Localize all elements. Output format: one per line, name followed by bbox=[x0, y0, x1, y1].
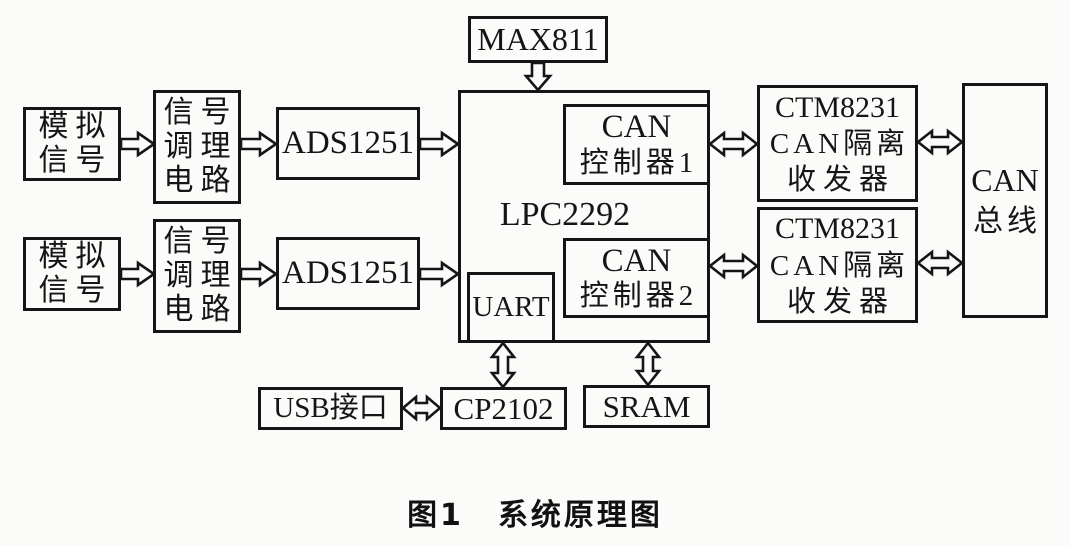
node-can-controller-1: CAN 控制器1 bbox=[563, 104, 710, 185]
node-cp2102: CP2102 bbox=[440, 387, 567, 430]
node-label-line: CAN隔离 bbox=[769, 128, 910, 160]
node-can-transceiver-1: CTM8231 CAN隔离 收发器 bbox=[757, 85, 918, 202]
arrow-adc1-to-lpc2292 bbox=[418, 130, 461, 158]
node-label-line: CAN隔离 bbox=[769, 249, 910, 282]
figure-caption: 图1 系统原理图 bbox=[0, 490, 1070, 534]
node-label-line: 总线 bbox=[973, 204, 1041, 238]
node-signal-conditioning-2: 信号 调理 电路 bbox=[153, 219, 241, 333]
node-label-line: 信号 bbox=[38, 274, 113, 307]
arrow-canctrl2-ctm2-bidir bbox=[707, 252, 760, 280]
node-label: ADS1251 bbox=[281, 124, 415, 161]
node-uart: UART bbox=[467, 272, 555, 343]
node-label: SRAM bbox=[602, 388, 691, 424]
arrow-uart-cp2102-bidir bbox=[489, 340, 517, 390]
node-label-line: 调理 bbox=[163, 129, 238, 163]
node-label-line: 控制器2 bbox=[579, 280, 698, 313]
arrow-cond2-to-adc2 bbox=[239, 260, 279, 288]
node-label-line: 电路 bbox=[163, 164, 238, 198]
node-label: UART bbox=[472, 290, 550, 323]
node-usb-port: USB接口 bbox=[258, 387, 403, 430]
node-label-line: CAN bbox=[971, 162, 1039, 199]
arrow-ctm2-canbus-bidir bbox=[915, 249, 965, 277]
node-label: MAX811 bbox=[477, 21, 599, 58]
node-label-line: 信号 bbox=[163, 224, 238, 258]
node-label-line: 信号 bbox=[163, 95, 238, 129]
node-can-transceiver-2: CTM8231 CAN隔离 收发器 bbox=[757, 207, 918, 323]
node-signal-conditioning-1: 信号 调理 电路 bbox=[153, 90, 241, 204]
node-label-line: 信号 bbox=[38, 144, 113, 177]
arrow-max811-to-lpc2292 bbox=[523, 61, 553, 92]
node-adc-2: ADS1251 bbox=[276, 237, 420, 310]
node-can-bus: CAN 总线 bbox=[962, 83, 1048, 318]
node-label-line: 模拟 bbox=[38, 239, 113, 273]
node-max811: MAX811 bbox=[468, 16, 608, 63]
node-label-line: 收发器 bbox=[786, 164, 895, 197]
node-label-line: CAN bbox=[601, 242, 672, 279]
node-lpc2292-label: LPC2292 bbox=[499, 196, 631, 233]
node-label-line: CAN bbox=[601, 109, 672, 146]
arrow-cond1-to-adc1 bbox=[239, 130, 279, 158]
arrow-adc2-to-lpc2292 bbox=[418, 260, 461, 288]
arrow-canctrl1-ctm1-bidir bbox=[707, 130, 760, 158]
arrow-usb-cp2102-bidir bbox=[400, 394, 443, 422]
node-label-line: 收发器 bbox=[786, 285, 895, 318]
figure-caption-title: 系统原理图 bbox=[497, 498, 663, 533]
figure-caption-label: 图1 bbox=[407, 498, 464, 533]
node-label: ADS1251 bbox=[281, 254, 415, 291]
node-label-line: CTM8231 bbox=[774, 212, 900, 245]
node-label-line: 电路 bbox=[163, 293, 238, 327]
node-analog-signal-1: 模拟 信号 bbox=[23, 107, 121, 181]
arrow-ctm1-canbus-bidir bbox=[915, 128, 965, 156]
node-label: USB接口 bbox=[273, 391, 388, 424]
node-label-line: 调理 bbox=[163, 258, 238, 292]
node-label-line: 模拟 bbox=[38, 109, 113, 143]
node-label-line: 控制器1 bbox=[579, 146, 698, 179]
arrow-analog1-to-cond1 bbox=[119, 130, 157, 158]
node-sram: SRAM bbox=[583, 385, 710, 428]
arrow-lpc2292-sram-bidir bbox=[634, 340, 662, 388]
node-label-line: CTM8231 bbox=[774, 90, 900, 124]
node-adc-1: ADS1251 bbox=[276, 107, 420, 180]
node-label: CP2102 bbox=[453, 390, 554, 426]
node-can-controller-2: CAN 控制器2 bbox=[563, 238, 710, 318]
node-analog-signal-2: 模拟 信号 bbox=[23, 237, 121, 311]
arrow-analog2-to-cond2 bbox=[119, 260, 157, 288]
